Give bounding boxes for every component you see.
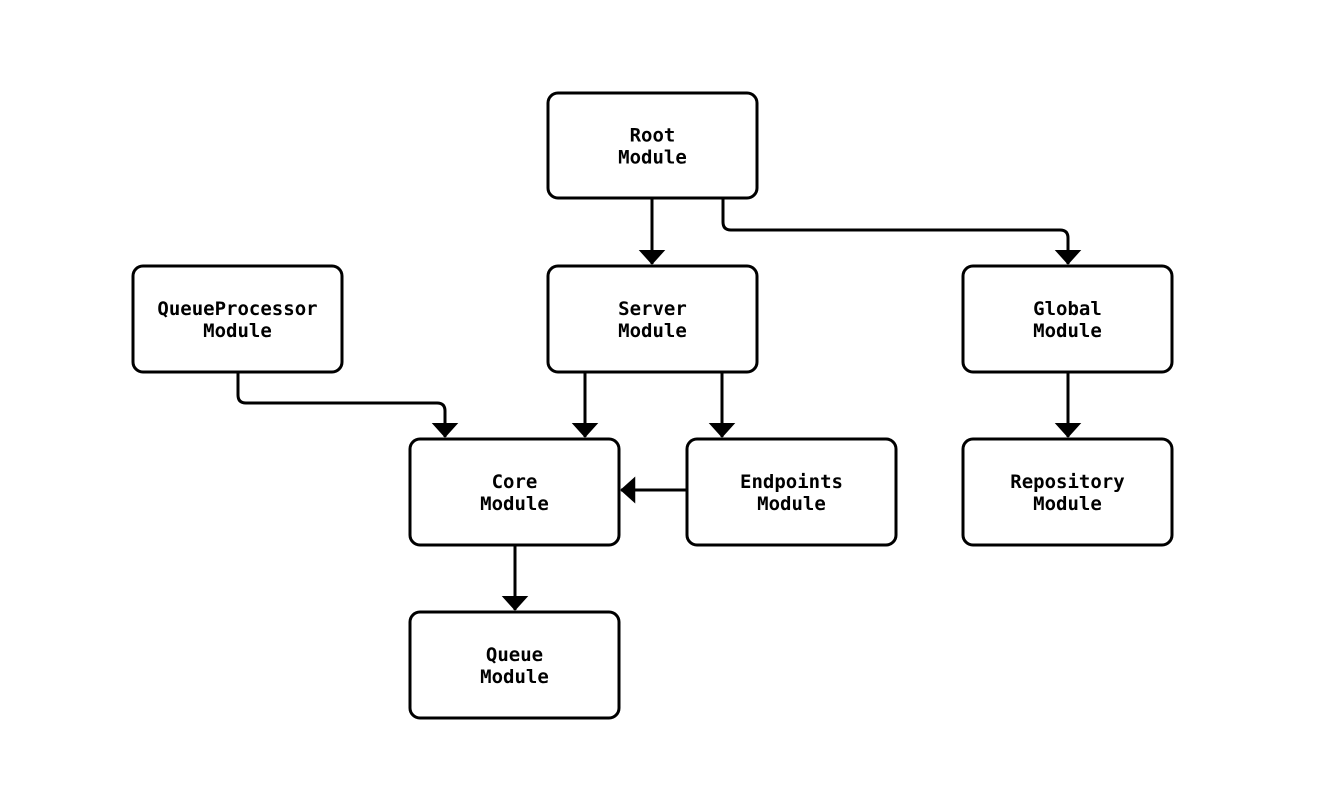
node-root-box	[546, 91, 759, 200]
node-repository-box	[961, 437, 1174, 547]
node-endpoints-box	[685, 437, 898, 547]
edges-layer	[236, 198, 1082, 611]
node-core-box	[408, 437, 621, 547]
edge-queueprocessor-to-core	[236, 372, 459, 438]
node-global-box	[961, 264, 1174, 374]
node-queue-box	[408, 610, 621, 720]
node-server-box	[546, 264, 759, 374]
edge-root-to-global	[721, 198, 1082, 265]
node-queueprocessor-box	[131, 264, 344, 374]
